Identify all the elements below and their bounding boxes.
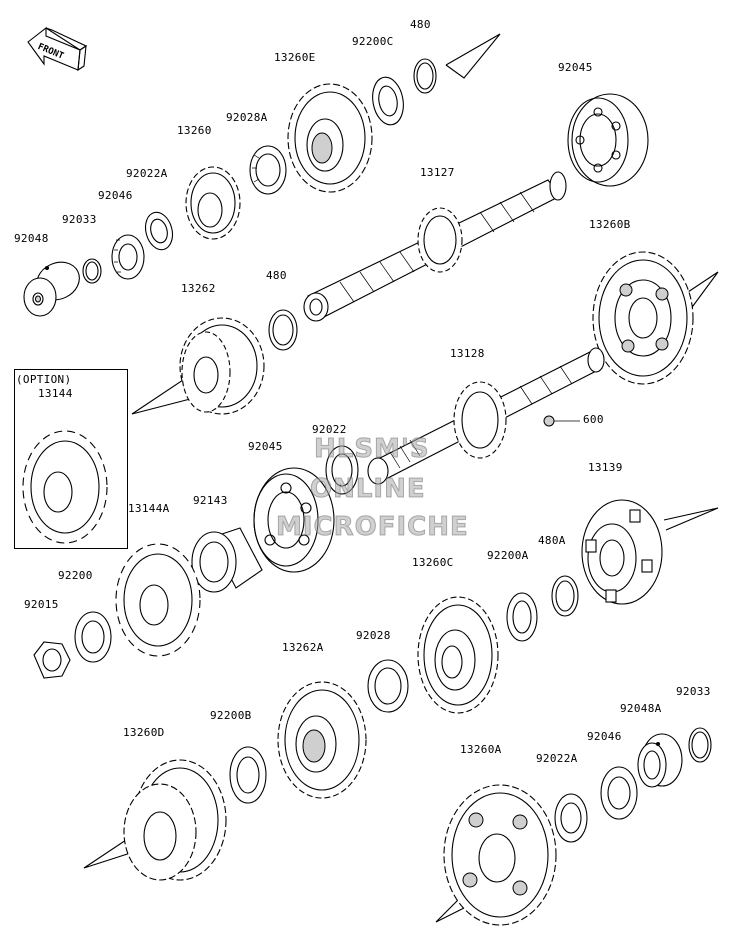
label-13260e: 13260E [274,51,316,64]
part-13144-sprocket [22,430,108,544]
label-13262a: 13262A [282,641,324,654]
label-13260: 13260 [177,124,212,137]
watermark-line-2: ONLINE [310,474,426,504]
label-92028: 92028 [356,629,391,642]
label-92022a: 92022A [126,167,168,180]
part-92033-circlip-bottom [688,727,712,763]
label-13260d: 13260D [123,726,165,739]
label-13139: 13139 [588,461,623,474]
part-92028-bearing [367,659,409,713]
part-92200c-washer [372,76,404,126]
part-92028a-bearing [249,145,287,195]
label-480a: 480A [538,534,566,547]
part-92046-bearing-bottom [600,766,638,820]
part-13260d-gear [123,759,227,881]
part-92048 [23,261,80,317]
part-13144a-sprocket [115,543,201,657]
part-13260-gear [185,166,241,240]
label-600: 600 [583,413,604,426]
part-480a-circlip [551,575,579,617]
part-480-circlip-mid [268,309,298,351]
part-92033-circlip [82,258,102,284]
part-13139-drum [581,499,663,605]
part-92200-washer [74,611,112,663]
label-480-mid: 480 [266,269,287,282]
part-13128-shaft [367,347,605,485]
label-13260c: 13260C [412,556,454,569]
label-92048a: 92048A [620,702,662,715]
label-13262: 13262 [181,282,216,295]
label-92200b: 92200B [210,709,252,722]
label-480: 480 [410,18,431,31]
watermark-line-1: HLSM'S [314,434,430,464]
label-13127: 13127 [420,166,455,179]
part-92046-bearing [111,234,145,280]
watermark-line-3: MICROFICHE [276,512,469,542]
label-92046: 92046 [98,189,133,202]
part-92022a-washer [144,211,174,251]
label-92046-bottom: 92046 [587,730,622,743]
part-92048a-collar [637,733,683,788]
front-arrow-icon [27,26,88,72]
part-13260a-gear [443,784,557,926]
label-92045-mid: 92045 [248,440,283,453]
part-92045-bearing-top [567,93,649,187]
part-92022a-washer-bottom [554,793,588,843]
label-13128: 13128 [450,347,485,360]
part-92200b-washer [229,746,267,804]
label-13144: 13144 [38,387,73,400]
label-92015: 92015 [24,598,59,611]
part-13260b-gear [592,251,694,385]
label-92022: 92022 [312,423,347,436]
label-92045-top: 92045 [558,61,593,74]
label-92200a: 92200A [487,549,529,562]
part-92200a-washer [506,592,538,642]
part-13127-shaft [303,171,567,322]
label-92143: 92143 [193,494,228,507]
label-92048: 92048 [14,232,49,245]
part-13262-gear [179,317,265,415]
label-13144a: 13144A [128,502,170,515]
label-92033-bottom: 92033 [676,685,711,698]
option-box [14,369,128,549]
part-600-ball [543,415,555,427]
part-92015-nut [33,641,71,679]
part-92045-bearing-mid [253,467,335,573]
label-92022a-bottom: 92022A [536,752,578,765]
part-92022-washer [325,445,359,495]
label-13260b: 13260B [589,218,631,231]
part-13260c-gear [417,596,499,714]
part-92143-collar [191,527,263,593]
option-label: (OPTION) [16,373,72,386]
label-92033: 92033 [62,213,97,226]
label-92200c: 92200C [352,35,394,48]
label-13260a: 13260A [460,743,502,756]
part-13260e-gear [287,83,373,193]
part-13262a-gear [277,681,367,799]
label-92028a: 92028A [226,111,268,124]
label-92200: 92200 [58,569,93,582]
part-480-circlip [413,58,437,94]
